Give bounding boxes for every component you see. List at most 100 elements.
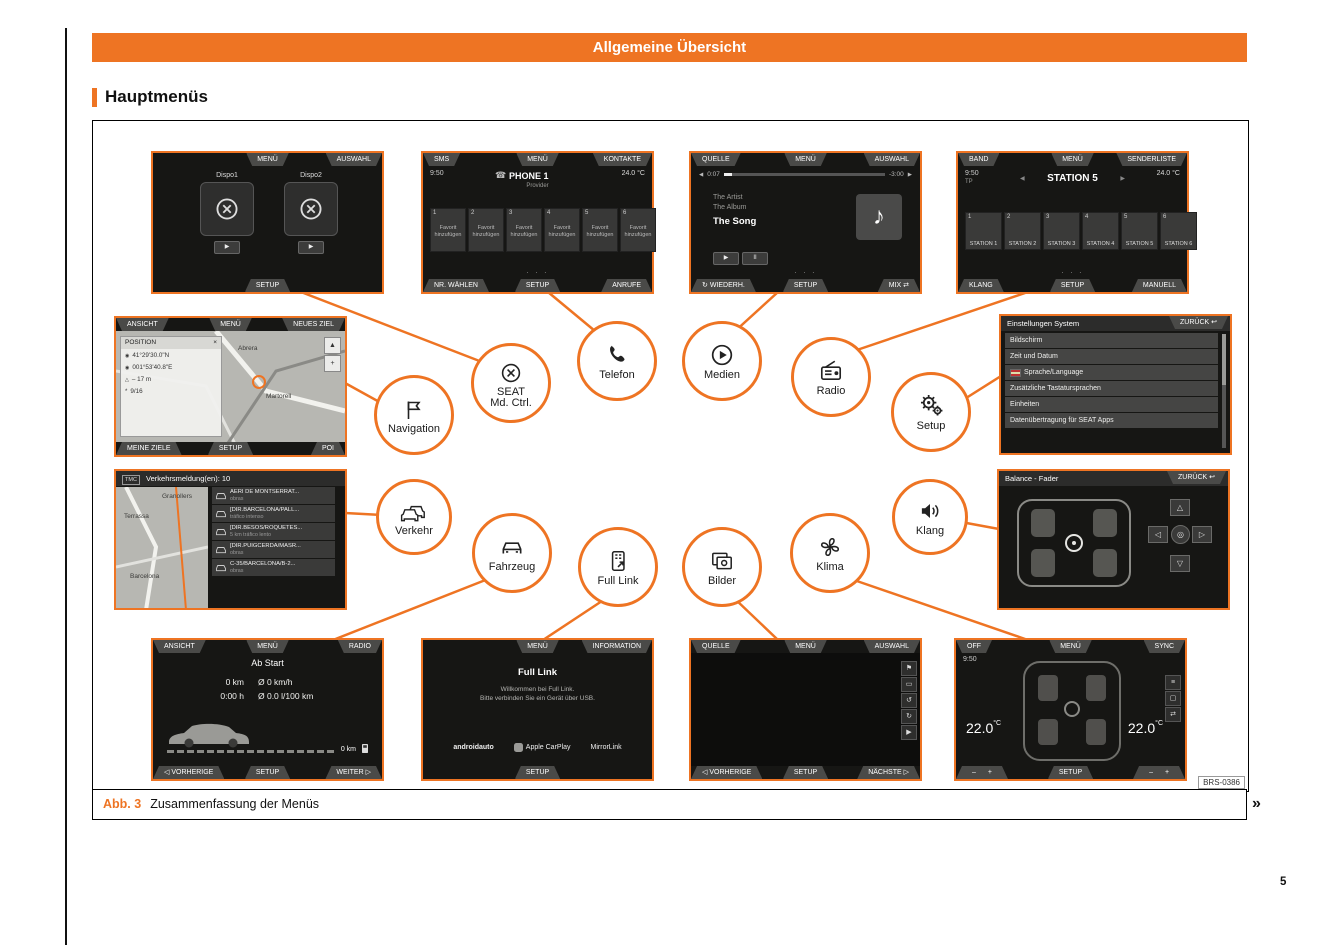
tab-wiederholen[interactable]: ↻ WIEDERH. (691, 279, 756, 292)
tab-weiter[interactable]: WEITER ▷ (325, 766, 382, 779)
dispo2-play-button[interactable]: ▶ (298, 241, 324, 254)
traffic-message[interactable]: [DIR.BESÒS/ROQUETES...5 km tráfico lento (212, 523, 335, 540)
hub-radio[interactable]: Radio (791, 337, 871, 417)
favorite-slot[interactable]: 1 Favorit hinzufügen (430, 208, 466, 252)
tab-setup[interactable]: SETUP (783, 766, 828, 779)
skip-forward-icon[interactable]: ▶ (907, 171, 912, 178)
tab-klang[interactable]: KLANG (958, 279, 1004, 292)
tab-zurueck[interactable]: ZURÜCK ↩ (1169, 316, 1228, 329)
tab-setup[interactable]: SETUP (245, 766, 290, 779)
preset-button[interactable]: 4 STATION 4 (1082, 212, 1119, 250)
scrollbar[interactable] (1222, 334, 1226, 448)
airflow-icon[interactable]: ⇄ (1165, 707, 1181, 722)
flag-tool-icon[interactable]: ⚑ (901, 661, 917, 676)
tab-radio[interactable]: RADIO (338, 640, 382, 653)
tab-setup[interactable]: SETUP (245, 279, 290, 292)
hub-navigation[interactable]: Navigation (374, 375, 454, 455)
hub-medien[interactable]: Medien (682, 321, 762, 401)
tab-ansicht[interactable]: ANSICHT (116, 318, 169, 331)
tab-meine-ziele[interactable]: MEINE ZIELE (116, 442, 182, 455)
temp-right-plus-button[interactable]: + (1164, 769, 1170, 776)
traffic-message[interactable]: AERI DE MONTSERRAT...obras (212, 487, 335, 504)
preset-button[interactable]: 5 STATION 5 (1121, 212, 1158, 250)
tab-off[interactable]: OFF (956, 640, 992, 653)
temp-left-plus-button[interactable]: + (987, 769, 992, 776)
tab-menu[interactable]: MENÜ (516, 153, 559, 166)
tab-auswahl[interactable]: AUSWAHL (326, 153, 382, 166)
dispo1-tile[interactable] (200, 182, 254, 236)
tab-menu[interactable]: MENÜ (209, 318, 252, 331)
progress-bar[interactable] (723, 173, 885, 176)
tab-menu[interactable]: MENÜ (246, 153, 289, 166)
tab-menu[interactable]: MENÜ (516, 640, 559, 653)
tab-senderliste[interactable]: SENDERLISTE (1116, 153, 1187, 166)
tab-anrufe[interactable]: ANRUFE (601, 279, 652, 292)
tab-vorherige[interactable]: ◁ VORHERIGE (153, 766, 224, 779)
tab-poi[interactable]: POI (311, 442, 345, 455)
tab-vorherige[interactable]: ◁ VORHERIGE (691, 766, 762, 779)
tab-menu[interactable]: MENÜ (784, 153, 827, 166)
frame-tool-icon[interactable]: ▭ (901, 677, 917, 692)
preset-button[interactable]: 3 STATION 3 (1043, 212, 1080, 250)
slideshow-play-icon[interactable]: ▶ (901, 725, 917, 740)
favorite-slot[interactable]: 4 Favorit hinzufügen (544, 208, 580, 252)
settings-item[interactable]: Datenübertragung für SEAT Apps (1005, 413, 1218, 428)
tab-menu[interactable]: MENÜ (784, 640, 827, 653)
hub-fahrzeug[interactable]: Fahrzeug (472, 513, 552, 593)
menu-lines-icon[interactable]: ≡ (1165, 675, 1181, 690)
compass-button[interactable]: ▲ (324, 337, 341, 354)
preset-button[interactable]: 6 STATION 6 (1160, 212, 1197, 250)
settings-item[interactable]: Sprache/Language (1005, 365, 1218, 380)
tab-quelle[interactable]: QUELLE (691, 640, 741, 653)
scrollbar-thumb[interactable] (1222, 334, 1226, 386)
hub-klang[interactable]: Klang (892, 479, 968, 555)
hub-bilder[interactable]: Bilder (682, 527, 762, 607)
seek-back-icon[interactable]: ◀ (1020, 176, 1025, 182)
close-icon[interactable]: × (213, 339, 217, 346)
favorite-slot[interactable]: 2 Favorit hinzufügen (468, 208, 504, 252)
tab-sms[interactable]: SMS (423, 153, 460, 166)
favorite-slot[interactable]: 3 Favorit hinzufügen (506, 208, 542, 252)
settings-item[interactable]: Zeit und Datum (1005, 349, 1218, 364)
tab-quelle[interactable]: QUELLE (691, 153, 741, 166)
temp-left-minus-button[interactable]: – (972, 769, 976, 776)
settings-item[interactable]: Bildschirm (1005, 333, 1218, 348)
tab-setup[interactable]: SETUP (515, 766, 560, 779)
traffic-message[interactable]: [DIR.BARCELONA/PALL...tráfico intenso (212, 505, 335, 522)
preset-button[interactable]: 2 STATION 2 (1004, 212, 1041, 250)
favorite-slot[interactable]: 6 Favorit hinzufügen (620, 208, 656, 252)
hub-full-link[interactable]: Full Link (578, 527, 658, 607)
tab-setup[interactable]: SETUP (1050, 279, 1095, 292)
map-zoom-button[interactable]: + (324, 355, 341, 372)
tab-naechste[interactable]: NÄCHSTE ▷ (857, 766, 920, 779)
tab-ansicht[interactable]: ANSICHT (153, 640, 206, 653)
tab-setup[interactable]: SETUP (208, 442, 253, 455)
skip-back-icon[interactable]: ◀ (699, 171, 704, 178)
seat-function-icon[interactable]: ▢ (1165, 691, 1181, 706)
tab-sync[interactable]: SYNC (1144, 640, 1185, 653)
tab-band[interactable]: BAND (958, 153, 999, 166)
traffic-message[interactable]: C-35/BARCELONA/B-2...obras (212, 559, 335, 576)
balance-left-button[interactable]: ◁ (1148, 526, 1168, 543)
tab-manuell[interactable]: MANUELL (1132, 279, 1187, 292)
hub-seat-media-control[interactable]: SEAT Md. Ctrl. (471, 343, 551, 423)
preset-button[interactable]: 1 STATION 1 (965, 212, 1002, 250)
seek-forward-icon[interactable]: ▶ (1120, 176, 1125, 182)
tab-neues-ziel[interactable]: NEUES ZIEL (282, 318, 345, 331)
tab-information[interactable]: INFORMATION (582, 640, 652, 653)
tab-auswahl[interactable]: AUSWAHL (864, 153, 920, 166)
tab-nr-waehlen[interactable]: NR. WÄHLEN (423, 279, 489, 292)
tab-menu[interactable]: MENÜ (1049, 640, 1092, 653)
settings-item[interactable]: Zusätzliche Tastatursprachen (1005, 381, 1218, 396)
hub-verkehr[interactable]: Verkehr (376, 479, 452, 555)
tab-zurueck[interactable]: ZURÜCK ↩ (1167, 471, 1226, 484)
tab-menu[interactable]: MENÜ (1051, 153, 1094, 166)
hub-setup[interactable]: Setup (891, 372, 971, 452)
rotate-cw-icon[interactable]: ↻ (901, 709, 917, 724)
favorite-slot[interactable]: 5 Favorit hinzufügen (582, 208, 618, 252)
dispo2-tile[interactable] (284, 182, 338, 236)
tab-kontakte[interactable]: KONTAKTE (593, 153, 652, 166)
traffic-map[interactable]: Terrassa Granollers Barcelona (116, 487, 208, 608)
pause-button[interactable]: II (742, 252, 768, 265)
tab-mix[interactable]: MIX ⇄ (878, 279, 920, 292)
